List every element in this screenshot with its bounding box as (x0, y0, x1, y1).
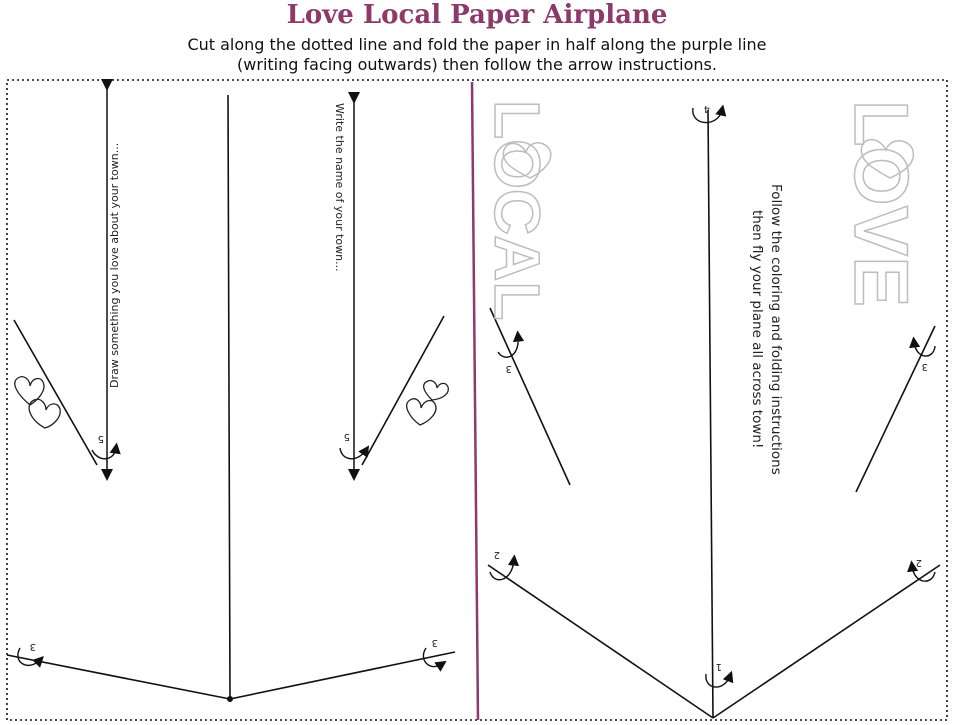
right-panel: LOCAL LOVE Follow the coloring and foldi… (480, 99, 941, 719)
fold-arrow-3-bottom-left: 3 (17, 641, 44, 668)
fold-number-2-right: 2 (916, 557, 922, 568)
right-left-bottom-fold-line (487, 564, 714, 719)
instructions-line-2: (writing facing outwards) then follow th… (237, 55, 717, 74)
right-wing-diagonal (361, 315, 445, 466)
instructions-line-1: Cut along the dotted line and fold the p… (187, 35, 767, 54)
right-center-spine-line (707, 109, 714, 719)
right-panel-right-diagonal (855, 325, 936, 493)
love-heart-icon (860, 138, 915, 179)
fold-number-3-bottom-left: 3 (30, 641, 36, 652)
fold-arrow-2-left: 2 (489, 549, 520, 581)
center-spine-line (227, 94, 231, 700)
fold-number-3-bottom-right: 3 (432, 637, 438, 648)
fold-arrow-2-right: 2 (907, 557, 936, 582)
outline-word-love: LOVE (838, 100, 923, 307)
fold-arrow-3-bottom-right: 3 (422, 637, 447, 672)
left-panel: Draw something you love about your town.… (6, 79, 456, 702)
town-prompt: Write the name of your town... (333, 103, 346, 272)
fold-number-5-left: 5 (98, 433, 104, 444)
fold-arrow-5-right: 5 (339, 431, 370, 460)
left-bottom-fold-line (6, 654, 231, 700)
right-instruction-line-2: then fly your plane all across town! (749, 210, 765, 448)
page-title: Love Local Paper Airplane (286, 0, 668, 30)
right-panel-left-diagonal (489, 307, 571, 486)
instructions: Cut along the dotted line and fold the p… (0, 35, 954, 75)
fold-arrow-5-left: 5 (91, 433, 121, 460)
fold-arrow-1-bottom: 1 (705, 661, 734, 688)
draw-prompt: Draw something you love about your town.… (108, 143, 121, 388)
left-wing-diagonal (13, 319, 98, 466)
fold-number-2-left: 2 (494, 549, 500, 560)
local-heart-icon (502, 142, 552, 179)
fold-arrow-3-left: 3 (497, 330, 525, 374)
fold-arrow-3-right: 3 (909, 336, 936, 372)
fold-number-5-right: 5 (344, 431, 350, 442)
fold-number-1: 1 (716, 661, 722, 672)
hearts-doodle-right (406, 379, 449, 426)
right-instruction-line-1: Follow the coloring and folding instruct… (768, 184, 784, 475)
fold-number-3-right: 3 (922, 361, 928, 372)
right-bottom-fold-line (229, 651, 456, 700)
outline-word-local: LOCAL (481, 100, 553, 320)
fold-number-3-left: 3 (506, 363, 512, 374)
right-right-bottom-fold-line (712, 564, 941, 719)
fold-arrow-4-top: 4 (692, 103, 727, 124)
hearts-doodle-left (14, 376, 61, 429)
fold-number-4: 4 (704, 103, 710, 114)
purple-fold-line (470, 81, 480, 721)
